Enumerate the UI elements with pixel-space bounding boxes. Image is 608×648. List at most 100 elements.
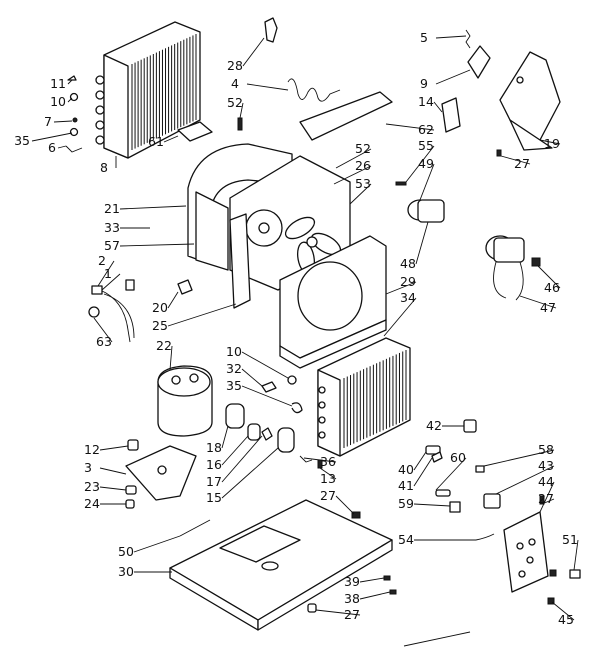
callout-number: 60 [450, 450, 466, 465]
damper-motor [485, 235, 541, 301]
support-rod [179, 519, 211, 537]
callout-number: 34 [400, 290, 416, 305]
callout-number: 45 [558, 612, 574, 627]
callout-leader [221, 447, 279, 499]
callout-leader [413, 503, 451, 507]
callout-leader [500, 155, 531, 165]
callout-number: 17 [206, 474, 222, 489]
callout-leader [99, 445, 129, 451]
callout-leader [239, 102, 244, 119]
condenser-coil [95, 21, 201, 159]
callout-number: 57 [104, 238, 120, 253]
callout-leader [359, 577, 385, 583]
callout-number: 42 [426, 418, 442, 433]
callout-leader [67, 97, 73, 103]
callout-number: 40 [398, 462, 414, 477]
callout-leader [303, 457, 337, 463]
capillary-tube [287, 78, 341, 102]
screw [237, 117, 243, 131]
callout-leader [385, 123, 435, 131]
callout-leader [539, 481, 555, 513]
callout-number: 55 [418, 138, 434, 153]
callout-number: 50 [118, 544, 134, 559]
fan-motor [395, 181, 445, 223]
callout-number: 8 [100, 160, 108, 175]
callout-number: 27 [344, 607, 360, 622]
callout-leader [405, 145, 435, 183]
callout-leader [335, 495, 355, 515]
callout-leader [383, 297, 417, 337]
wire-clip [299, 455, 313, 463]
callout-number: 25 [152, 318, 168, 333]
callout-leader [119, 205, 187, 210]
callout-leader [241, 351, 289, 379]
callout-number: 46 [544, 280, 560, 295]
callout-leader [333, 165, 372, 185]
callout-number: 33 [104, 220, 120, 235]
compressor-base [125, 439, 197, 509]
callout-number: 39 [344, 574, 360, 589]
callout-leader [99, 467, 127, 475]
callout-number: 29 [400, 274, 416, 289]
callout-leader [415, 221, 429, 265]
callout-number: 1 [104, 266, 112, 281]
spring-clip [465, 29, 471, 49]
callout-number: 20 [152, 300, 168, 315]
refrigerant-tubing [88, 279, 135, 343]
callout-leader [221, 435, 263, 483]
base-pan [169, 499, 393, 631]
callout-number: 41 [398, 478, 414, 493]
callout-number: 52 [227, 95, 243, 110]
callout-number: 30 [118, 564, 134, 579]
callout-leader [539, 139, 561, 145]
callout-leader [57, 145, 67, 149]
callout-leader [435, 35, 467, 39]
ground-wire [475, 533, 495, 541]
top-cover [299, 91, 393, 141]
callout-leader [97, 260, 115, 287]
callout-leader [221, 425, 229, 449]
callout-leader [413, 451, 427, 471]
callout-number: 27 [538, 491, 554, 506]
callout-leader [315, 609, 361, 616]
knob [569, 569, 581, 579]
callout-leader [435, 457, 467, 491]
switch-components [425, 419, 501, 513]
callout-leader [53, 120, 73, 123]
callout-number: 36 [320, 454, 336, 469]
screw [307, 603, 317, 613]
callout-leader [551, 601, 575, 621]
callout-leader [99, 486, 127, 491]
callout-leader [67, 79, 73, 85]
callout-number: 35 [14, 133, 30, 148]
callout-leader [93, 317, 113, 343]
callout-leader [169, 345, 173, 371]
callout-number: 5 [420, 30, 428, 45]
callout-number: 19 [544, 136, 560, 151]
callout-number: 24 [84, 496, 100, 511]
callout-number: 44 [538, 474, 554, 489]
callout-number: 10 [226, 344, 242, 359]
callout-number: 16 [206, 457, 222, 472]
callout-number: 28 [227, 58, 243, 73]
callout-leader [541, 498, 555, 505]
callout-number: 22 [156, 338, 172, 353]
evaporator-fittings [261, 375, 303, 414]
screw [383, 575, 391, 581]
callout-leader [433, 101, 443, 113]
condenser-fittings [65, 75, 83, 153]
callout-leader [167, 291, 179, 309]
callout-number: 63 [96, 334, 112, 349]
control-bracket [499, 51, 561, 151]
fitting [177, 279, 193, 295]
insulation-pad [177, 121, 213, 142]
callout-number: 18 [206, 440, 222, 455]
callout-number: 2 [98, 253, 106, 268]
callout-leader [385, 281, 417, 295]
screw [496, 149, 502, 157]
callout-number: 51 [562, 532, 578, 547]
callout-number: 43 [538, 458, 554, 473]
callout-number: 26 [355, 158, 371, 173]
callout-leader [349, 183, 372, 205]
